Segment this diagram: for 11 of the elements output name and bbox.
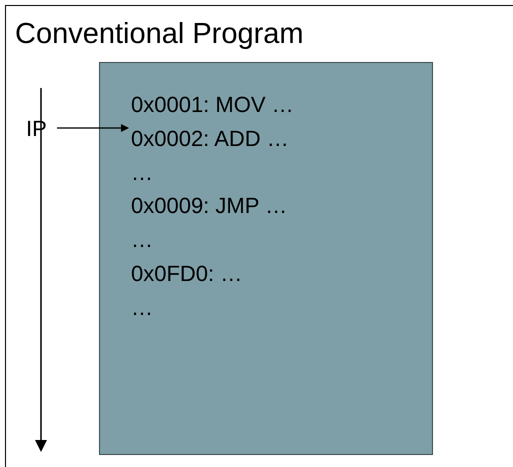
instruction-line: … bbox=[131, 160, 153, 186]
instruction-line: 0x0002: ADD … bbox=[131, 126, 289, 152]
instruction-line: 0x0009: JMP … bbox=[131, 193, 288, 220]
instruction-line: 0x0FD0: … bbox=[131, 261, 242, 287]
instruction-line: … bbox=[131, 294, 153, 321]
arrow bbox=[57, 124, 129, 132]
instruction-line: 0x0001: MOV … bbox=[131, 92, 294, 118]
frame-title: Conventional Program bbox=[15, 18, 304, 51]
memory-block bbox=[99, 62, 433, 455]
instruction-line: … bbox=[131, 227, 153, 254]
program-frame bbox=[5, 5, 513, 467]
